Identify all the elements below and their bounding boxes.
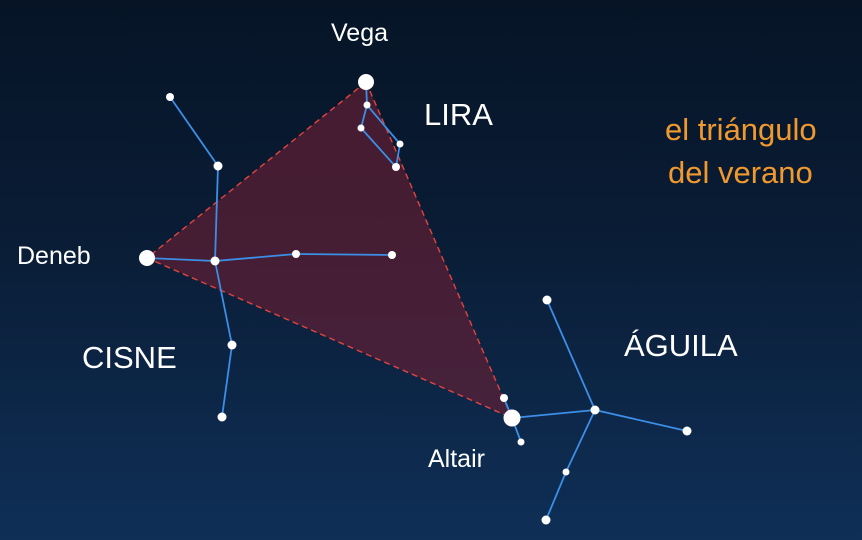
aquila-star (562, 468, 570, 476)
lyra-star (357, 124, 365, 132)
cygnus-star (213, 161, 223, 171)
lyra-star (363, 101, 371, 109)
cygnus-star (217, 412, 227, 422)
cygnus-star (388, 251, 396, 259)
aquila-star (500, 394, 508, 402)
aquila-star (682, 426, 692, 436)
cygnus-label: CISNE (82, 340, 177, 375)
summer-triangle (145, 80, 514, 420)
aquila-star (517, 438, 525, 446)
deneb-label: Deneb (17, 242, 91, 270)
lyra-star (396, 140, 404, 148)
aquila-label: ÁGUILA (624, 328, 738, 363)
altair-star (503, 409, 521, 427)
vega-star (358, 74, 374, 90)
stars (139, 74, 692, 525)
lyra-star (392, 163, 400, 171)
cygnus-lines (146, 96, 393, 418)
cygnus-star (292, 250, 300, 258)
aquila-star (541, 515, 551, 525)
cygnus-star (227, 340, 237, 350)
cygnus-star (166, 93, 174, 101)
deneb-star (139, 250, 155, 266)
altair-label: Altair (428, 445, 485, 473)
title-line-2: del verano (668, 155, 813, 190)
aquila-star (590, 405, 600, 415)
vega-label: Vega (331, 19, 389, 47)
lyra-label: LIRA (424, 97, 493, 132)
title-line-1: el triángulo (665, 112, 817, 147)
aquila-star (542, 295, 552, 305)
cygnus-star (210, 256, 220, 266)
